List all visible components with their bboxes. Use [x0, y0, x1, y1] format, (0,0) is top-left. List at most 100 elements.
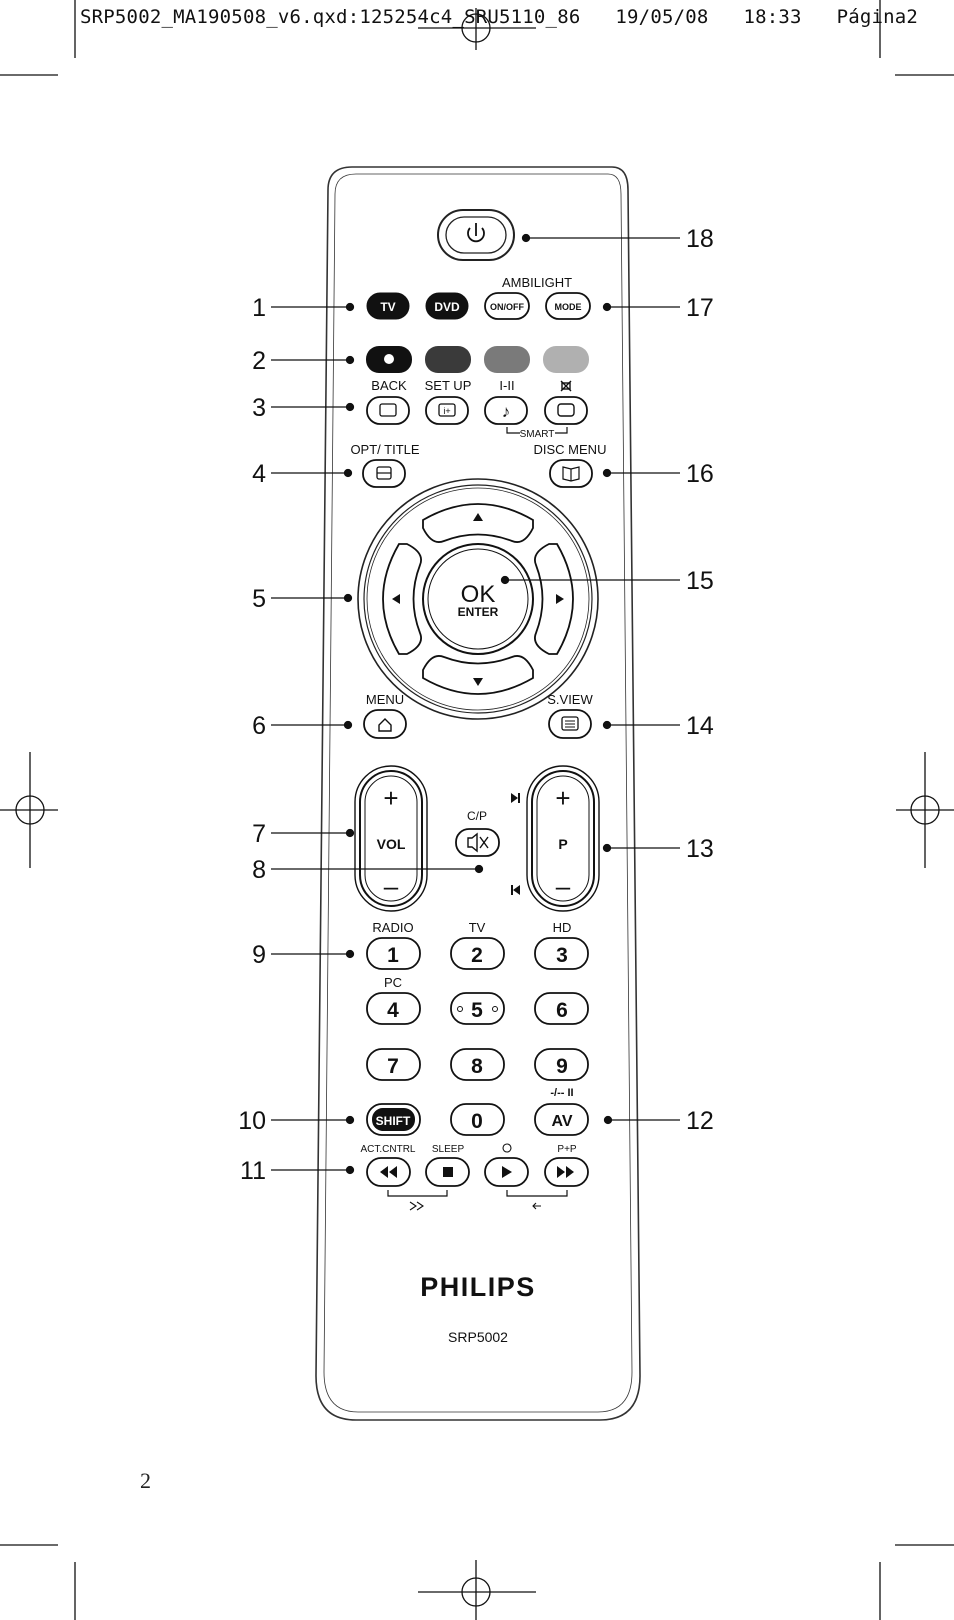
nav-down-button[interactable]	[422, 655, 534, 695]
callout-4: 4	[252, 460, 266, 488]
callout-1: 1	[252, 294, 266, 322]
callout-5: 5	[252, 585, 266, 613]
ok-button[interactable]: OK ENTER	[422, 543, 534, 655]
vol-label: VOL	[377, 836, 406, 852]
options-button[interactable]	[362, 459, 406, 488]
stop-button[interactable]	[425, 1157, 470, 1187]
power-icon	[467, 223, 485, 243]
callout-12: 12	[686, 1107, 714, 1135]
digit-1-button[interactable]: 1	[366, 937, 421, 970]
digit-5-button[interactable]: 5	[450, 992, 505, 1025]
digit-9-label: 9	[556, 1055, 568, 1078]
format-icon	[560, 380, 572, 392]
print-slug: SRP5002_MA190508_v6.qxd:125254c4_SRU5110…	[80, 6, 581, 28]
callout-2: 2	[252, 347, 266, 375]
nav-right-button[interactable]	[534, 543, 574, 655]
digit-3-button[interactable]: 3	[534, 937, 589, 970]
digit-2-button[interactable]: 2	[450, 937, 505, 970]
print-date: 19/05/08	[615, 6, 709, 28]
p-label: P	[558, 836, 567, 852]
callout-9: 9	[252, 941, 266, 969]
program-rocker[interactable]: + P –	[526, 765, 600, 912]
vol-minus-label: –	[384, 871, 399, 901]
play-button[interactable]	[484, 1157, 529, 1187]
digit-1-label: 1	[387, 944, 399, 967]
digit-7-label: 7	[387, 1055, 399, 1078]
dvd-button[interactable]: DVD	[425, 292, 469, 320]
s-view-button[interactable]	[548, 709, 592, 739]
smart-label: SMART	[520, 429, 555, 440]
ambilight-mode-button[interactable]: MODE	[545, 292, 591, 320]
list-icon	[561, 716, 579, 731]
p-minus-label: –	[556, 871, 571, 901]
disc-menu-label: DISC MENU	[534, 442, 607, 457]
shift-label: SHIFT	[376, 1114, 411, 1128]
callout-numbers: 1 2 3 4 5 6 7 8 9 10 11 12 13 14 15 16 1…	[238, 225, 714, 1185]
hd-label: HD	[553, 920, 572, 935]
info-icon	[438, 403, 456, 417]
screen-icon	[557, 403, 575, 417]
rewind-button[interactable]	[366, 1157, 411, 1187]
transport-brackets	[387, 1190, 568, 1197]
av-button[interactable]: AV	[534, 1103, 589, 1136]
digit-0-button[interactable]: 0	[450, 1103, 505, 1136]
back-button[interactable]	[366, 396, 410, 425]
ambilight-on-off-button[interactable]: ON/OFF	[484, 292, 530, 320]
rewind-icon	[380, 1166, 397, 1178]
model-label: SRP5002	[448, 1329, 508, 1345]
nav-left-button[interactable]	[382, 543, 422, 655]
callout-16: 16	[686, 460, 714, 488]
callout-11: 11	[240, 1157, 266, 1185]
callout-13: 13	[686, 835, 714, 863]
play-icon	[502, 1166, 512, 1178]
blue-key[interactable]	[543, 346, 589, 373]
green-key[interactable]	[425, 346, 471, 373]
digit-8-label: 8	[471, 1055, 483, 1078]
digit-8-button[interactable]: 8	[450, 1048, 505, 1081]
print-slug-header: SRP5002_MA190508_v6.qxd:125254c4_SRU5110…	[80, 6, 918, 28]
digit-7-button[interactable]: 7	[366, 1048, 421, 1081]
tactile-dot-icon	[457, 1006, 463, 1012]
ambilight-label: AMBILIGHT	[502, 275, 572, 290]
sound-button[interactable]: ♪	[484, 396, 528, 425]
digit-2-label: 2	[471, 944, 483, 967]
setup-button[interactable]: i+	[425, 396, 469, 425]
brand-logo: PHILIPS	[420, 1272, 536, 1302]
p-plus-label: +	[555, 783, 570, 813]
power-button[interactable]	[437, 209, 515, 261]
digit-6-button[interactable]: 6	[534, 992, 589, 1025]
callout-17: 17	[686, 294, 714, 322]
callout-7: 7	[252, 820, 266, 848]
fast-forward-button[interactable]	[544, 1157, 589, 1187]
tv-button[interactable]: TV	[366, 292, 410, 320]
callout-10: 10	[238, 1107, 266, 1135]
digit-9-button[interactable]: 9	[534, 1048, 589, 1081]
on-off-label: ON/OFF	[490, 302, 524, 312]
menu-button[interactable]	[363, 709, 407, 739]
nav-up-button[interactable]	[422, 503, 534, 543]
clock-icon	[502, 1143, 512, 1153]
print-time: 18:33	[743, 6, 802, 28]
book-icon	[562, 466, 580, 482]
digit-4-label: 4	[387, 999, 399, 1022]
tv-button-label: TV	[380, 300, 395, 314]
yellow-key[interactable]	[484, 346, 530, 373]
next-track-icon	[511, 793, 520, 803]
digit-5-label: 5	[471, 999, 483, 1022]
digit-4-button[interactable]: 4	[366, 992, 421, 1025]
shift-button[interactable]: SHIFT	[366, 1103, 421, 1136]
callout-3: 3	[252, 394, 266, 422]
volume-rocker[interactable]: + VOL –	[354, 765, 428, 912]
menu-label: MENU	[366, 692, 404, 707]
mute-button[interactable]	[455, 828, 500, 857]
s-view-label: S.VIEW	[547, 692, 593, 707]
disc-menu-button[interactable]	[549, 459, 593, 488]
act-cntrl-label: ACT.CNTRL	[360, 1144, 415, 1155]
picture-button[interactable]	[544, 396, 588, 425]
arrow-up-icon	[473, 513, 483, 521]
record-icon	[384, 354, 394, 364]
av-label: AV	[551, 1113, 572, 1130]
mode-label: MODE	[555, 302, 582, 312]
callout-18: 18	[686, 225, 714, 253]
dvd-button-label: DVD	[434, 300, 460, 314]
